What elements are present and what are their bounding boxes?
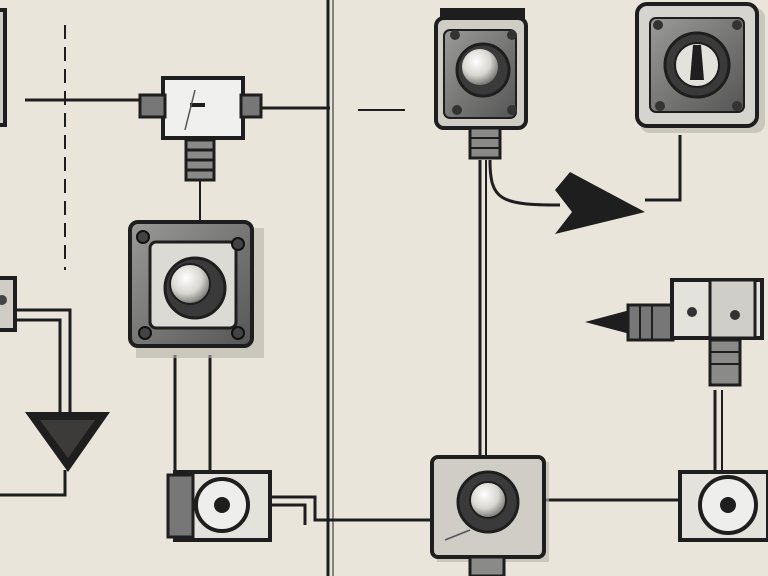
- push-button-switch-icon: [434, 8, 528, 160]
- rotary-knob-icon: [678, 470, 768, 542]
- junction-box-icon: [138, 76, 263, 182]
- arrow-icon: [555, 172, 645, 234]
- connector-plug-icon: [184, 138, 216, 182]
- push-button-switch-icon: [128, 220, 264, 358]
- divider-line: [326, 0, 334, 576]
- wires: [0, 25, 723, 525]
- connector-plug-icon: [585, 278, 764, 387]
- push-button-switch-icon: [430, 455, 549, 576]
- toggle-switch-icon: [635, 2, 765, 133]
- rotary-knob-icon: [166, 470, 272, 542]
- edge-device-left: [0, 276, 17, 332]
- arrow-icon: [25, 412, 110, 472]
- edge-device-top-left: [0, 8, 7, 127]
